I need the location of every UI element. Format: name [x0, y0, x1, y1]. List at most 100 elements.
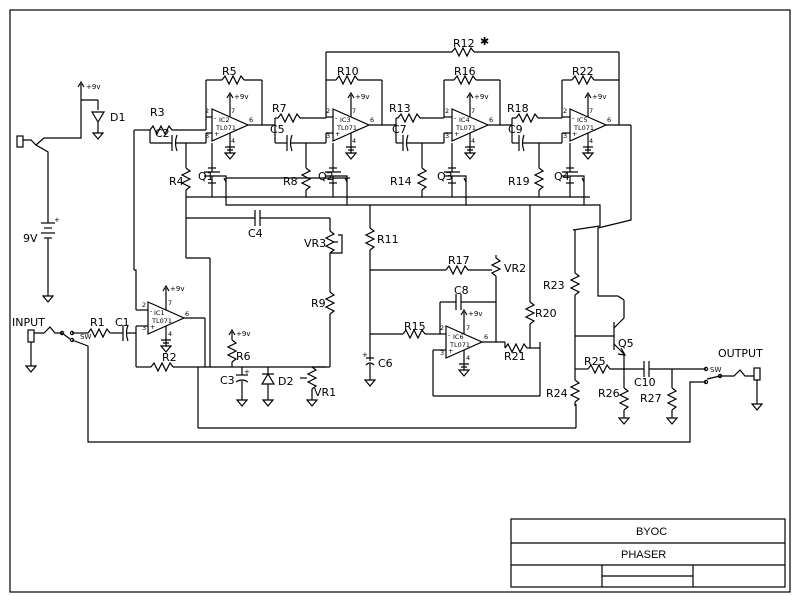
r10-label: R10: [337, 65, 359, 78]
svg-text:6: 6: [484, 333, 488, 341]
c2-label: C2: [155, 127, 170, 140]
svg-text:+9v: +9v: [170, 285, 184, 293]
r22-label: R22: [572, 65, 594, 78]
svg-text:6: 6: [185, 310, 189, 318]
page-border: [9, 9, 791, 593]
svg-text:TL071: TL071: [449, 341, 470, 349]
r9-label: R9: [311, 297, 326, 310]
svg-text:3: 3: [326, 132, 330, 140]
svg-text:-: -: [150, 307, 153, 315]
svg-text:6: 6: [607, 116, 611, 124]
r15-label: R15: [404, 320, 426, 333]
svg-text:3: 3: [205, 132, 209, 140]
bus-lines: [185, 182, 601, 429]
stage3: 2 3 - + 7 4 6 IC4 TL071 +9v R16 R18 C9 R…: [437, 65, 562, 197]
bias-section: +9v R6 + C3 D2: [220, 329, 293, 407]
input-label: INPUT: [12, 316, 45, 329]
c6-label: C6: [378, 357, 393, 370]
stage1: C2 R4 2 3 - + 7 4 6 IC2 TL071 +9v R5: [149, 65, 350, 197]
svg-text:7: 7: [168, 299, 172, 307]
svg-text:+9v: +9v: [355, 93, 369, 101]
r2-label: R2: [162, 351, 177, 364]
power-section: +9v D1 + 9V: [16, 81, 125, 303]
r18-label: R18: [507, 102, 529, 115]
9v-label: 9V: [23, 232, 38, 245]
svg-text:+: +: [448, 347, 453, 355]
svg-text:-: -: [454, 114, 457, 122]
title-block-company: BYOC: [636, 526, 667, 538]
svg-text:-: -: [335, 114, 338, 122]
r3-label: R3: [150, 106, 165, 119]
svg-text:2: 2: [440, 324, 444, 332]
svg-text:2: 2: [445, 107, 449, 115]
stage2: 2 3 - + 7 4 6 IC3 TL071 +9v R10 R13 C7 R…: [318, 35, 619, 197]
svg-text:4: 4: [168, 330, 172, 338]
c3-label: C3: [220, 374, 235, 387]
r1-label: R1: [90, 316, 105, 329]
svg-text:+9v: +9v: [236, 330, 250, 338]
q5-label: Q5: [618, 337, 634, 350]
svg-text:+9v: +9v: [592, 93, 606, 101]
svg-text:IC3: IC3: [340, 116, 351, 124]
r19-label: R19: [508, 175, 530, 188]
r27-label: R27: [640, 392, 662, 405]
svg-text:+: +: [454, 130, 459, 138]
c7-label: C7: [392, 123, 407, 136]
svg-text:+: +: [362, 351, 368, 359]
d2-label: D2: [278, 375, 293, 388]
ic1-section: 2 3 - + 7 4 6 IC1 TL071 +9v R3 R2: [133, 106, 326, 373]
svg-text:3: 3: [440, 349, 444, 357]
vr3-label: VR3: [304, 237, 326, 250]
lfo-section: C4 VR3 R9 VR1 R11 + C6 R17 VR2: [186, 205, 526, 407]
svg-text:6: 6: [249, 116, 253, 124]
r5-label: R5: [222, 65, 237, 78]
q1-label: Q1: [198, 170, 214, 183]
r12-label: R12: [453, 37, 475, 50]
r14-label: R14: [390, 175, 412, 188]
svg-text:+: +: [244, 368, 250, 376]
ic6-section: 2 3 - + 7 4 6 IC6 TL071 +9v C8 R21 R20: [432, 205, 557, 397]
svg-text:4: 4: [352, 137, 356, 145]
c9-label: C9: [508, 123, 523, 136]
svg-text:TL071: TL071: [455, 124, 476, 132]
svg-text:TL071: TL071: [573, 124, 594, 132]
r8-label: R8: [283, 175, 298, 188]
vr1-label: VR1: [314, 386, 336, 399]
svg-text:7: 7: [471, 107, 475, 115]
svg-text:IC4: IC4: [459, 116, 470, 124]
c5-label: C5: [270, 123, 285, 136]
r20-label: R20: [535, 307, 557, 320]
svg-text:4: 4: [231, 137, 235, 145]
svg-text:3: 3: [142, 324, 146, 332]
svg-text:+: +: [54, 216, 60, 224]
r23-label: R23: [543, 279, 565, 292]
svg-text:+: +: [335, 130, 340, 138]
title-block-title: PHASER: [621, 549, 666, 561]
svg-text:2: 2: [142, 301, 146, 309]
svg-text:IC1: IC1: [154, 309, 165, 317]
svg-text:SW: SW: [710, 366, 721, 374]
q3-label: Q3: [437, 170, 453, 183]
c1-label: C1: [115, 316, 130, 329]
svg-text:IC2: IC2: [219, 116, 230, 124]
r6-label: R6: [236, 350, 251, 363]
r17-label: R17: [448, 254, 470, 267]
c4-label: C4: [248, 227, 263, 240]
c10-label: C10: [634, 376, 656, 389]
stage4: 2 3 - + 7 4 6 IC5 TL071 +9v R22 Q4: [554, 52, 632, 297]
svg-text:7: 7: [466, 324, 470, 332]
svg-text:2: 2: [563, 107, 567, 115]
svg-text:3: 3: [563, 132, 567, 140]
r12-star: ✱: [480, 35, 489, 48]
svg-text:IC6: IC6: [453, 333, 464, 341]
svg-text:SW: SW: [80, 333, 91, 341]
output-label: OUTPUT: [718, 347, 763, 360]
r11-label: R11: [377, 233, 399, 246]
r4-label: R4: [169, 175, 184, 188]
svg-text:+: +: [150, 323, 155, 331]
svg-text:TL071: TL071: [336, 124, 357, 132]
svg-text:+9v: +9v: [474, 93, 488, 101]
svg-text:7: 7: [231, 107, 235, 115]
svg-text:+: +: [572, 130, 577, 138]
